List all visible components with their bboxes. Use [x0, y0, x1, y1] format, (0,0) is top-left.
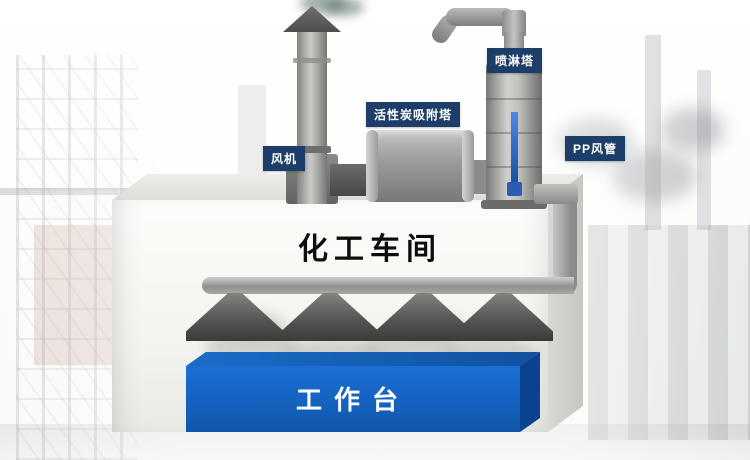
activated-carbon-tower-label-badge: 活性炭吸附塔	[366, 102, 461, 127]
pp-duct-vertical	[553, 186, 577, 294]
level-gauge	[511, 112, 518, 184]
workbench-top	[186, 352, 540, 366]
spray-tower-base	[481, 200, 547, 209]
spray-tower-label-badge: 喷淋塔	[487, 48, 543, 73]
workbench-side	[520, 352, 540, 432]
spray-tower-riser	[502, 10, 526, 36]
carbon-tower-end-cap	[366, 130, 378, 202]
fan-label-badge: 风机	[263, 146, 306, 171]
chimney-flange	[293, 58, 331, 63]
spray-tower-seam	[487, 98, 541, 100]
exhaust-duct-horizontal	[202, 277, 574, 294]
carbon-to-spray-pipe	[470, 160, 490, 194]
activated-carbon-tower	[368, 130, 472, 202]
level-gauge-box	[507, 182, 522, 196]
workshop-title: 化工车间	[298, 233, 442, 266]
chimney-smoke	[324, 0, 364, 16]
spray-tower-outlet-pipe	[446, 8, 514, 26]
chimney-stack	[297, 28, 327, 204]
workbench-label: 工作台	[295, 385, 410, 415]
pp-duct-label-badge: PP风管	[565, 136, 626, 161]
pp-duct-elbow	[534, 184, 578, 204]
chimney-flange	[293, 146, 331, 153]
carbon-tower-end-cap	[462, 130, 474, 202]
workbench: 工作台	[186, 366, 520, 432]
